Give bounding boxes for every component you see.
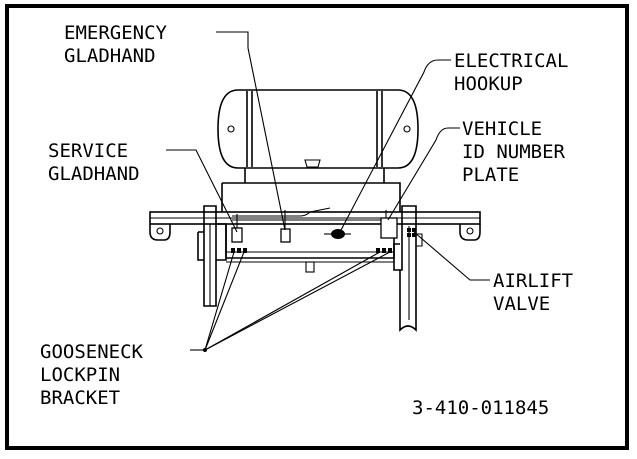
label-line: VEHICLE xyxy=(462,118,542,140)
frame-rail xyxy=(149,211,481,241)
label-line: VALVE xyxy=(493,293,550,315)
gooseneck-body xyxy=(225,224,395,259)
label-line: ID NUMBER xyxy=(462,141,566,163)
id-plate-part xyxy=(380,217,398,239)
lockpin-bracket-right xyxy=(376,248,392,253)
label-line: GLADHAND xyxy=(64,45,156,67)
emergency-gladhand-part xyxy=(280,210,291,243)
label-line: PLATE xyxy=(462,164,519,186)
label-line: BRACKET xyxy=(40,387,120,409)
air-tank xyxy=(217,89,419,183)
label-line: HOOKUP xyxy=(454,73,523,95)
figure-border xyxy=(5,4,629,450)
label-electrical-hookup: ELECTRICAL HOOKUP xyxy=(454,50,568,95)
right-leg xyxy=(393,205,423,332)
label-line: SERVICE xyxy=(48,140,128,162)
leader-lines xyxy=(166,31,490,352)
label-vehicle-id-plate: VEHICLE ID NUMBER PLATE xyxy=(462,118,566,186)
label-line: GLADHAND xyxy=(48,163,140,185)
label-line: GOOSENECK xyxy=(40,341,144,363)
left-leg xyxy=(197,205,227,307)
airlift-valve-part xyxy=(407,228,416,237)
label-service-gladhand: SERVICE GLADHAND xyxy=(48,140,140,185)
label-line: LOCKPIN xyxy=(40,364,120,386)
label-line: AIRLIFT xyxy=(493,270,573,292)
label-line: EMERGENCY xyxy=(64,22,168,44)
label-line: ELECTRICAL xyxy=(454,50,568,72)
lockpin-bracket-left xyxy=(231,248,247,253)
trailer-gooseneck-drawing xyxy=(149,89,481,332)
figure-number: 3-410-011845 xyxy=(412,397,549,419)
label-gooseneck-lockpin-bracket: GOOSENECK LOCKPIN BRACKET xyxy=(40,341,144,409)
label-emergency-gladhand: EMERGENCY GLADHAND xyxy=(64,22,168,67)
label-airlift-valve: AIRLIFT VALVE xyxy=(493,270,573,315)
service-gladhand-part xyxy=(231,214,243,243)
gooseneck-panel xyxy=(222,182,401,212)
electrical-hookup-part xyxy=(324,229,351,239)
air-line xyxy=(232,207,331,217)
